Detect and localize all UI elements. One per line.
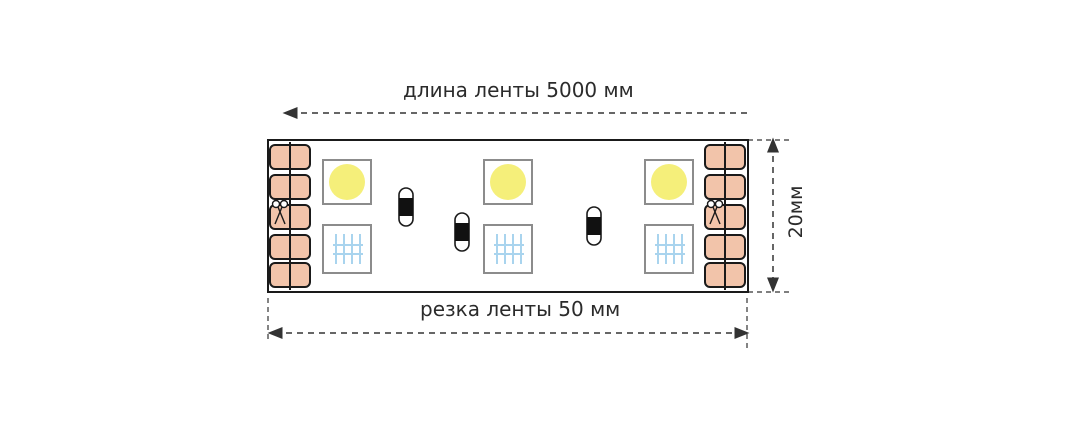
resistor — [398, 187, 414, 227]
cut-length-label: резка ленты 50 мм — [420, 297, 621, 321]
strip-length-label: длина ленты 5000 мм — [403, 78, 634, 102]
led-module-lit — [483, 159, 533, 205]
led-module-lit — [322, 159, 372, 205]
left-contact-pads — [269, 142, 311, 290]
right-contact-pads — [704, 142, 746, 290]
scissors-icon — [271, 199, 289, 225]
scissors-icon — [706, 199, 724, 225]
strip-width-label: 20мм — [785, 185, 807, 239]
led-module-back — [322, 224, 372, 274]
led-module-lit — [644, 159, 694, 205]
resistor — [586, 206, 602, 246]
led-module-back — [483, 224, 533, 274]
led-module-back — [644, 224, 694, 274]
resistor — [454, 212, 470, 252]
